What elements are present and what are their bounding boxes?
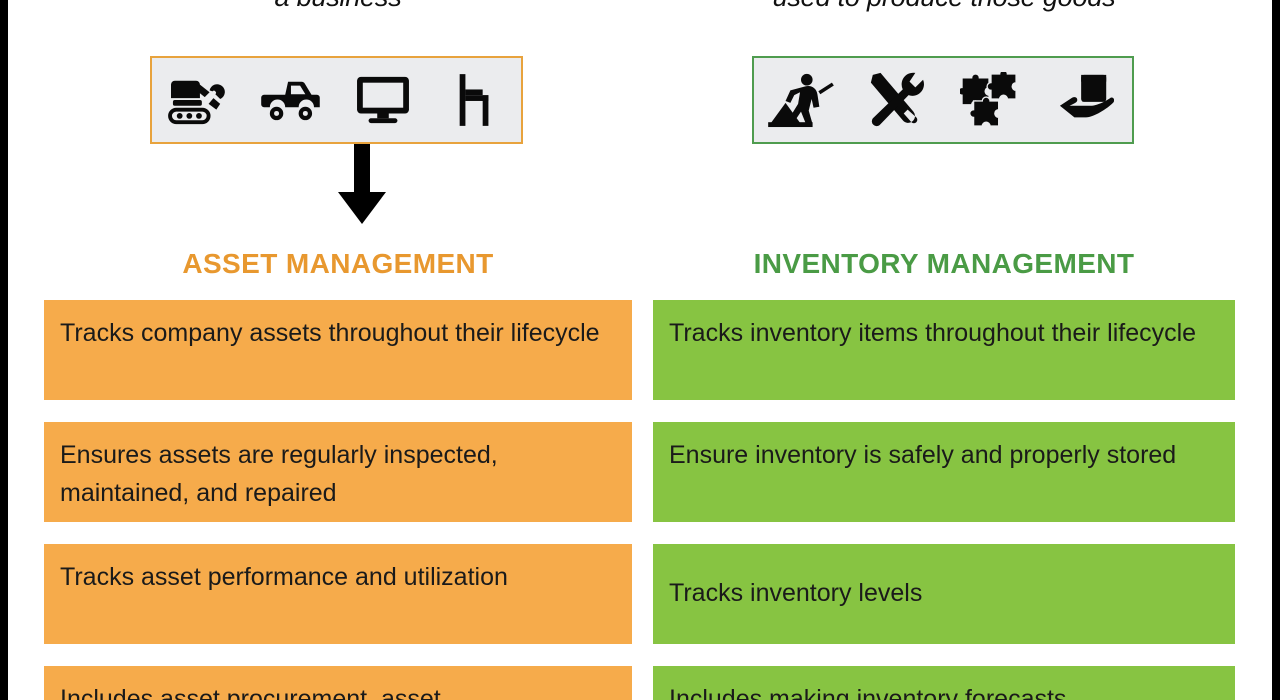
inventory-caption: used to produce those goods xyxy=(653,0,1235,12)
page-border-left xyxy=(0,0,8,700)
page-border-right xyxy=(1272,0,1280,700)
wrench-screwdriver-icon xyxy=(849,71,944,129)
asset-bar-4: Includes asset procurement, asset xyxy=(44,666,632,700)
asset-bar-list: Tracks company assets throughout their l… xyxy=(44,300,632,700)
asset-bar-2: Ensures assets are regularly inspected, … xyxy=(44,422,632,522)
worker-digging-icon xyxy=(754,72,849,128)
hand-holding-box-icon xyxy=(1038,73,1133,127)
asset-down-arrow xyxy=(336,144,388,226)
inventory-bar-2: Ensure inventory is safely and properly … xyxy=(653,422,1235,522)
inventory-icon-strip xyxy=(752,56,1134,144)
inventory-bar-1: Tracks inventory items throughout their … xyxy=(653,300,1235,400)
asset-caption: a business xyxy=(44,0,632,12)
excavator-icon xyxy=(152,73,244,127)
chair-icon xyxy=(429,72,521,128)
desktop-monitor-icon xyxy=(337,75,429,125)
asset-icon-strip xyxy=(150,56,523,144)
asset-management-heading: ASSET MANAGEMENT xyxy=(182,248,494,279)
asset-bar-1: Tracks company assets throughout their l… xyxy=(44,300,632,400)
inventory-bar-4: Includes making inventory forecasts xyxy=(653,666,1235,700)
inventory-management-heading: INVENTORY MANAGEMENT xyxy=(753,248,1135,279)
inventory-bar-list: Tracks inventory items throughout their … xyxy=(653,300,1235,700)
pickup-truck-icon xyxy=(244,76,336,124)
inventory-bar-3: Tracks inventory levels xyxy=(653,544,1235,644)
asset-bar-3: Tracks asset performance and utilization xyxy=(44,544,632,644)
puzzle-pieces-icon xyxy=(943,72,1038,128)
